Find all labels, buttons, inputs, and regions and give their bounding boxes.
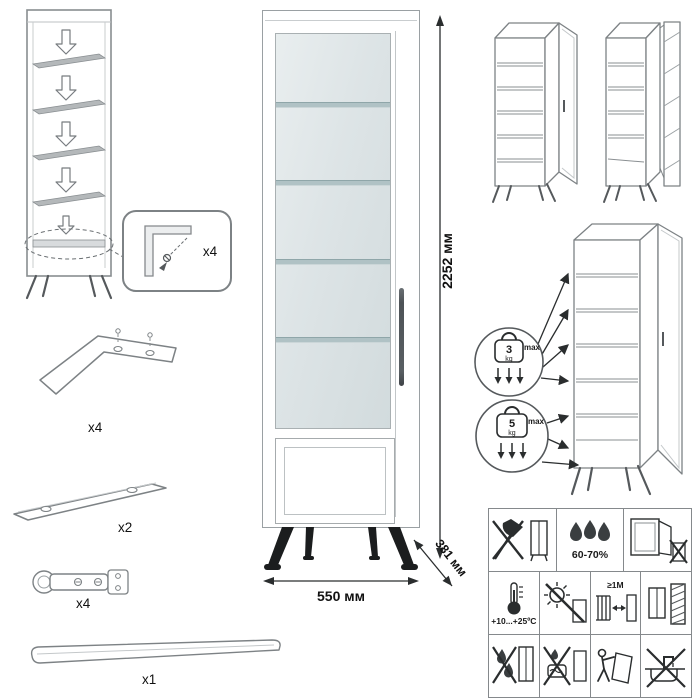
cabinet-door-open-view-1: [492, 22, 578, 203]
height-dimension-arrow: [436, 15, 444, 559]
load-callout-3kg: 3 kg max: [474, 327, 544, 397]
load-unit-3: kg: [505, 356, 513, 363]
glass-shelf: [276, 259, 390, 264]
load-value-3: 3: [506, 344, 512, 356]
no-direct-sunlight-icon: [539, 572, 590, 634]
no-sharp-objects-icon: [489, 509, 556, 571]
leg-part-drawing: [39, 328, 177, 395]
load-callout-5kg: 5 kg max: [475, 399, 549, 473]
door-handle: [399, 288, 404, 386]
height-dimension-label: 2252 мм: [439, 233, 455, 289]
no-wet-cleaning-icon: [539, 635, 590, 697]
exploded-cabinet-drawing: [24, 9, 133, 300]
rail-part-drawing: [13, 482, 167, 521]
humidity-icon: 60-70%: [556, 509, 624, 571]
care-icons-grid: 60-70%: [488, 508, 692, 698]
keep-away-from-water-icon: [641, 635, 691, 697]
temperature-range-icon: +10...+25ºC: [489, 572, 539, 634]
glass-shelf: [276, 102, 390, 107]
heat-distance-icon: ≥1M: [590, 572, 641, 634]
load-value-5: 5: [509, 418, 515, 430]
humidity-label: 60-70%: [571, 549, 609, 562]
width-dimension-arrow: [263, 577, 419, 585]
carry-do-not-drag-icon: [590, 635, 641, 697]
depth-dimension-arrow: [413, 539, 453, 587]
handle-part-drawing: [30, 639, 281, 664]
bracket-qty-label: x4: [202, 243, 218, 259]
load-max-3: max: [524, 343, 541, 352]
glass-shelf: [276, 337, 390, 342]
width-dimension-label: 550 мм: [317, 588, 365, 604]
handle-qty-label: x1: [142, 672, 157, 687]
glass-door-panel: [275, 33, 391, 429]
heat-distance-label: ≥1M: [607, 580, 624, 591]
lower-door-panel: [275, 438, 395, 524]
load-unit-5: kg: [508, 430, 516, 437]
hinge-part-drawing: [32, 569, 129, 595]
wall-clearance-icon: [641, 572, 691, 634]
lower-door-inset: [284, 447, 386, 515]
load-max-5: max: [528, 417, 545, 426]
corner-bracket-icon: [144, 225, 192, 277]
no-liquids-icon: [489, 635, 539, 697]
shelf-load-diagram: 3 kg max 5 kg max: [474, 223, 683, 496]
glass-shelf: [276, 180, 390, 185]
temperature-label: +10...+25ºC: [491, 616, 537, 627]
door-edge-line: [395, 31, 396, 517]
no-open-window-icon: [624, 509, 692, 571]
cabinet-top-edge: [265, 20, 417, 21]
leg-qty-label: x4: [88, 420, 103, 435]
cabinet-front-view: [262, 10, 420, 528]
bracket-callout: x4: [122, 210, 232, 292]
rail-qty-label: x2: [118, 520, 133, 535]
cabinet-door-open-view-2: [603, 21, 681, 203]
hinge-qty-label: x4: [76, 596, 91, 611]
cabinet-legs: [264, 527, 418, 570]
